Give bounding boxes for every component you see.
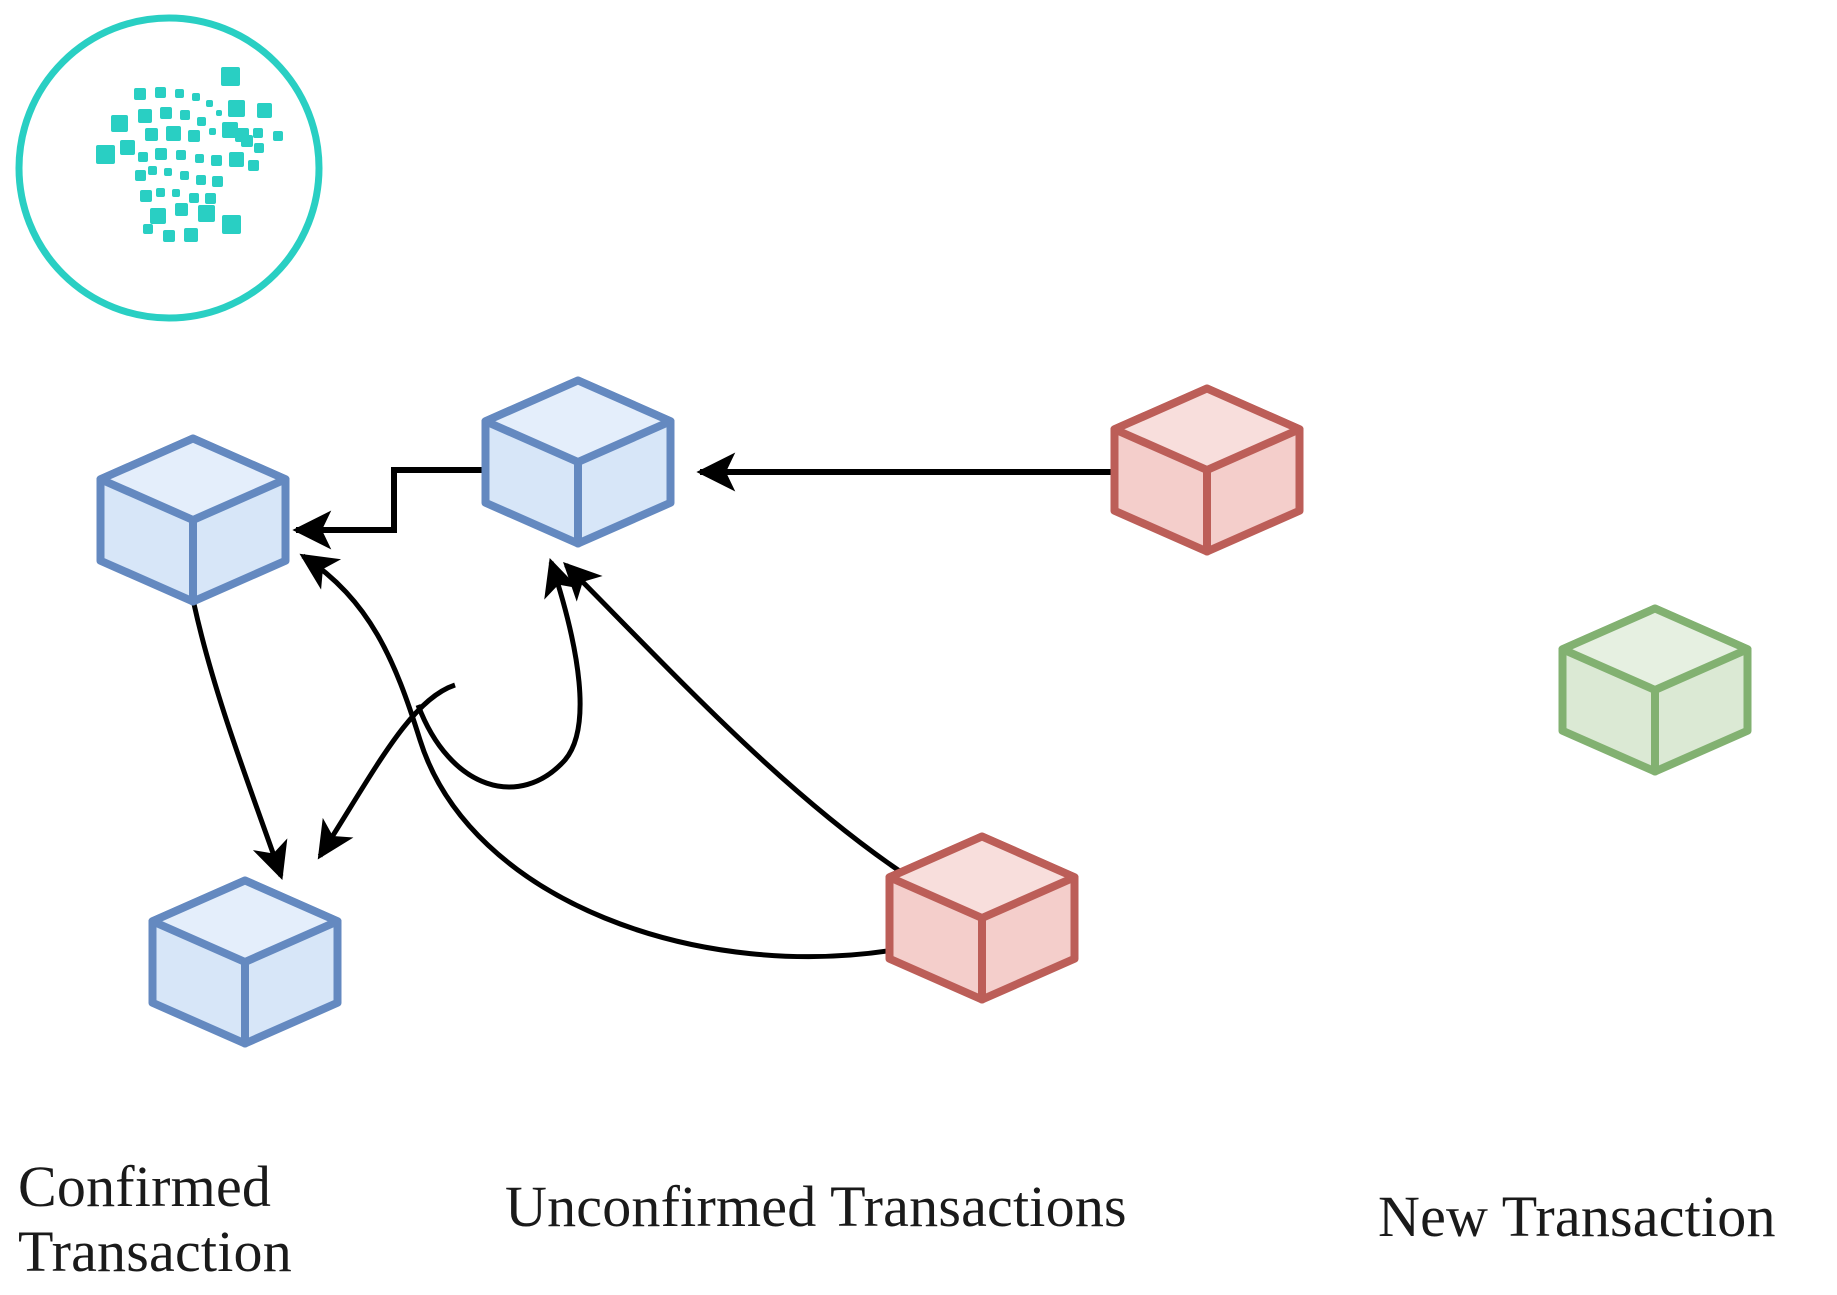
caption-confirmed-transaction: Confirmed Transaction [18,1154,292,1284]
confirmed-cube-top-left[interactable] [96,434,290,606]
new-cube[interactable] [1558,604,1752,776]
caption-new-transaction: New Transaction [1378,1184,1776,1249]
unconfirmed-cube-top-mid[interactable] [481,376,675,548]
unconfirmed-cube-bottom[interactable] [885,832,1079,1004]
iota-logo-dots [96,67,283,242]
confirmed-cube-bottom-left[interactable] [148,876,342,1048]
edge-left-blue-to-bottom-blue [191,603,288,880]
edge-bottom-red-to-left-blue [299,553,907,960]
edge-mid-blue-to-left-blue [292,467,490,550]
iota-logo [15,14,323,322]
edges-layer [191,452,1118,960]
edge-bottom-red-loop-to-mid-blue [415,558,583,790]
unconfirmed-cube-top-right[interactable] [1110,384,1304,556]
edge-bottom-red-to-mid-blue [563,562,918,885]
caption-unconfirmed-transactions: Unconfirmed Transactions [505,1174,1127,1239]
edge-curve-to-bottom-blue [317,682,456,860]
